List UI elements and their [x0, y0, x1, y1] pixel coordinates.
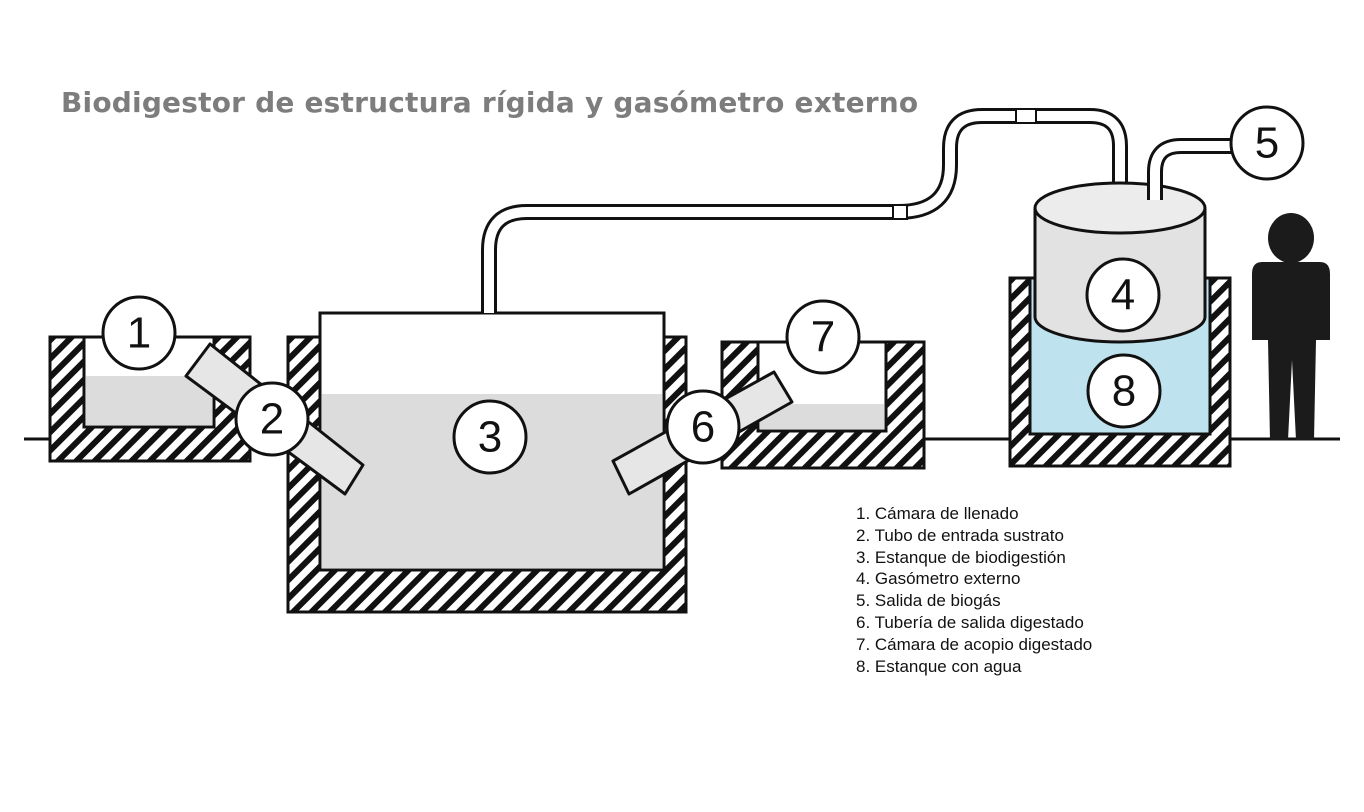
- gas-pipe: [481, 108, 1128, 313]
- person-silhouette: [1252, 213, 1330, 440]
- marker-4: 4: [1085, 257, 1161, 333]
- marker-8: 8: [1086, 353, 1162, 429]
- biogas-outlet-pipe: [1147, 138, 1240, 200]
- legend-item: 6. Tubería de salida digestado: [856, 612, 1084, 632]
- svg-text:7: 7: [811, 313, 835, 362]
- legend-item: 2. Tubo de entrada sustrato: [856, 525, 1064, 545]
- legend-item: 3. Estanque de biodigestión: [856, 547, 1066, 567]
- diagram-title: Biodigestor de estructura rígida y gasóm…: [61, 86, 919, 119]
- svg-text:6: 6: [691, 403, 715, 452]
- legend-item: 8. Estanque con agua: [856, 656, 1022, 676]
- marker-3: 3: [452, 399, 528, 475]
- svg-text:8: 8: [1112, 367, 1136, 416]
- marker-1: 1: [101, 295, 177, 371]
- svg-text:1: 1: [127, 309, 151, 358]
- marker-7: 7: [785, 299, 861, 375]
- svg-text:5: 5: [1255, 119, 1279, 168]
- svg-text:2: 2: [260, 395, 284, 444]
- marker-5: 5: [1229, 105, 1305, 181]
- svg-text:4: 4: [1111, 271, 1135, 320]
- marker-6: 6: [665, 389, 741, 465]
- legend-item: 5. Salida de biogás: [856, 591, 1001, 611]
- legend-item: 1. Cámara de llenado: [856, 504, 1019, 523]
- legend-item: 4. Gasómetro externo: [856, 569, 1021, 589]
- marker-2: 2: [234, 381, 310, 457]
- svg-text:3: 3: [478, 413, 502, 462]
- legend-list: 1. Cámara de llenado 2. Tubo de entrada …: [856, 503, 1092, 677]
- legend-item: 7. Cámara de acopio digestado: [856, 634, 1093, 654]
